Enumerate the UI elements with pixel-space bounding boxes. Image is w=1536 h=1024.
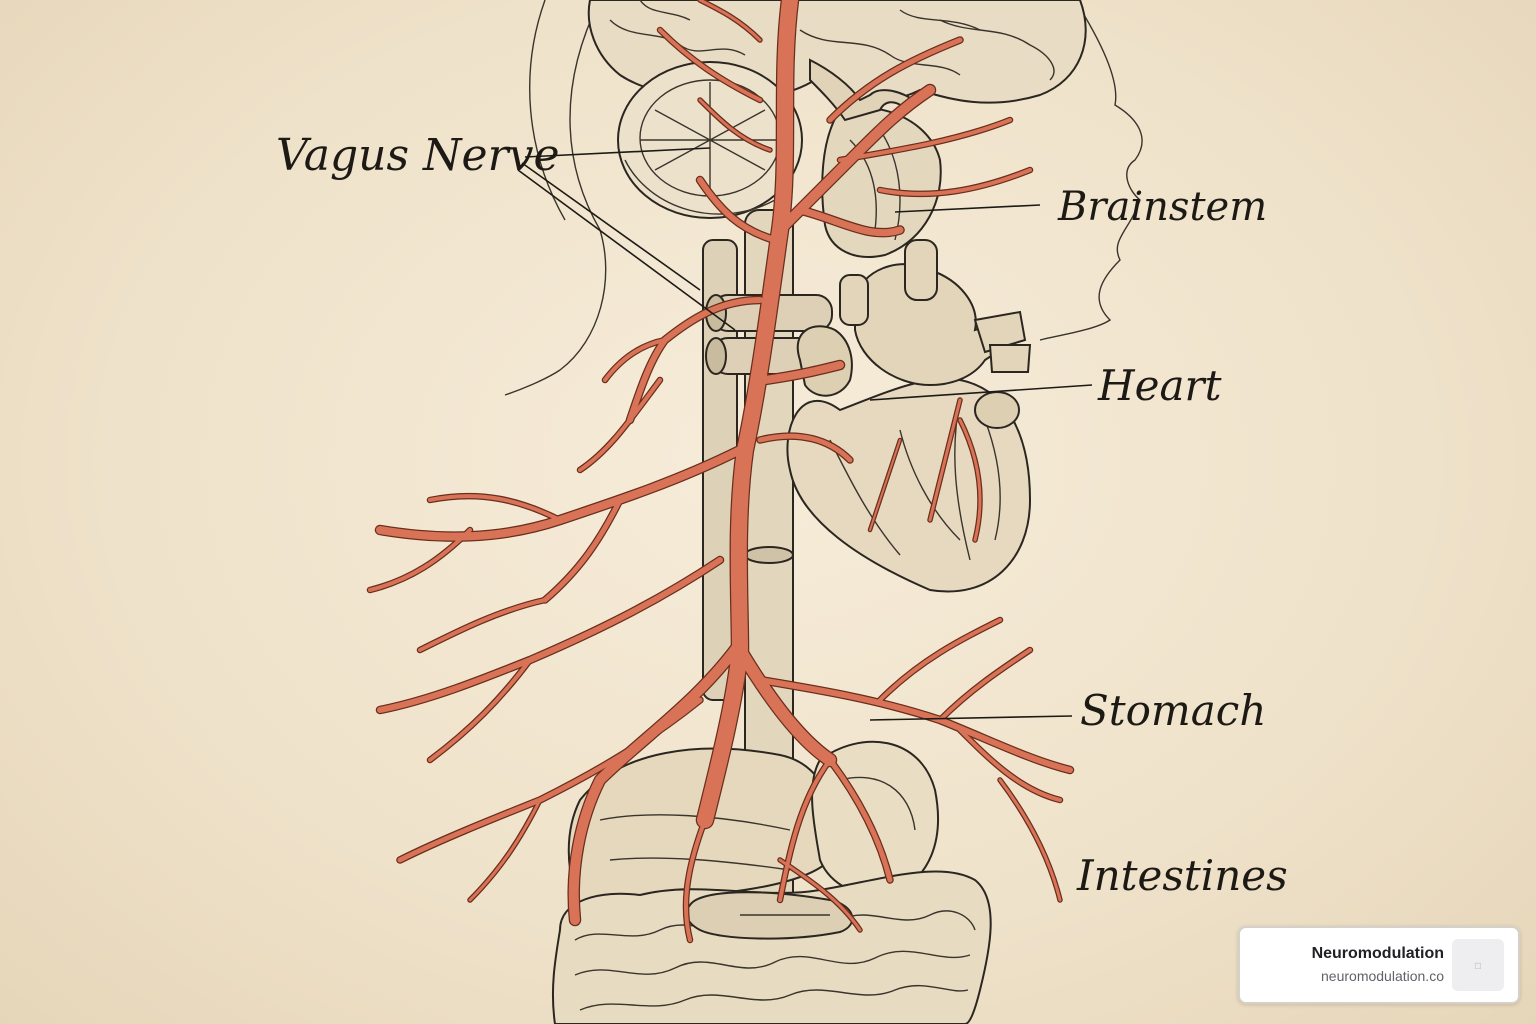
label-brainstem: Brainstem (1057, 184, 1267, 230)
label-heart: Heart (1097, 361, 1222, 410)
nerve-branch (418, 598, 547, 652)
label-intestines: Intestines (1076, 851, 1288, 900)
nerve-branch (838, 118, 1012, 162)
nerve-branch (698, 98, 772, 152)
label-stomach: Stomach (1080, 686, 1266, 735)
nerve-branch-outline (876, 616, 1004, 704)
nerve-branch (542, 497, 623, 603)
nerve-branch (928, 398, 962, 522)
nerve-branch-outline (375, 555, 725, 715)
source-url[interactable]: neuromodulation.co (1321, 968, 1444, 984)
nerve-branch (761, 361, 844, 384)
nerve-branch (734, 644, 836, 766)
nerve-branch (658, 28, 762, 102)
nerve-branch (778, 758, 832, 902)
nerve-branch (757, 433, 853, 463)
nerve-branch-outline (426, 656, 534, 764)
intestines (551, 870, 992, 1024)
nerve-branch (376, 446, 744, 541)
nerve-branch (938, 648, 1032, 722)
nerve-branch (827, 37, 963, 123)
nerve-branch (468, 798, 542, 902)
label-vagus-nerve: Vagus Nerve (276, 130, 560, 181)
nerve-branch (603, 338, 667, 382)
nerve-branch (578, 378, 662, 472)
nerve-branch (684, 818, 707, 942)
nerve-branch (869, 439, 901, 531)
vagus-nerve (366, 0, 1075, 944)
image-placeholder-icon: ▫ (1452, 939, 1504, 991)
nerve-branch (778, 858, 862, 932)
nerve-branch (958, 728, 1062, 802)
label-leaders (517, 147, 1093, 721)
nerve-branch (958, 418, 982, 542)
nerve-branch (697, 0, 798, 828)
source-title: Neuromodulation (1311, 945, 1444, 962)
nerve-branch (568, 635, 747, 925)
nerve-branch (698, 0, 762, 42)
nerve-branch (796, 206, 904, 237)
nerve-branch (428, 494, 562, 522)
source-text: Neuromodulation neuromodulation.co (1256, 943, 1452, 987)
nerve-branch (775, 85, 935, 235)
heart (786, 239, 1032, 593)
nerve-branch (878, 168, 1032, 196)
nerve-branch (697, 177, 778, 243)
nerve-branch (368, 528, 472, 592)
nerve-branch (878, 618, 1002, 702)
head-contour (504, 0, 1143, 396)
nerve-branch (377, 557, 723, 713)
nerve-branch (428, 658, 532, 762)
nerve-branch (827, 757, 893, 883)
source-attribution-card[interactable]: Neuromodulation neuromodulation.co ▫ (1238, 926, 1520, 1004)
nerve-branch (998, 778, 1062, 902)
